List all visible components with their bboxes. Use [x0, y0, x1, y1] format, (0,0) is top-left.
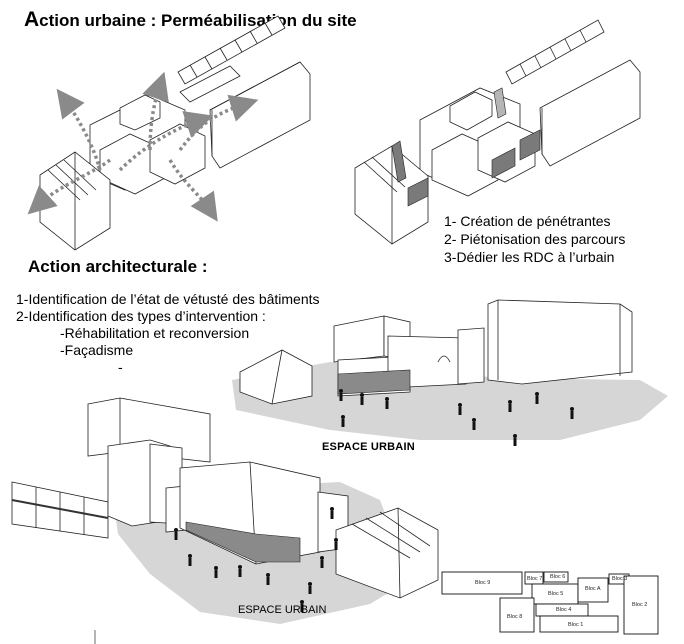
bloc-6-label: Bloc 6: [550, 574, 566, 580]
espace-urbain-label-2: ESPACE URBAIN: [238, 604, 327, 616]
identification-list: 1-Identification de l’état de vétusté de…: [16, 291, 320, 376]
intervention-rehabilitation: -Réhabilitation et reconversion: [60, 325, 250, 341]
ground-floor-highlight-1: [337, 369, 411, 395]
bloc-a-label: Bloc A: [585, 586, 601, 592]
plan-bloc-8: [499, 597, 535, 633]
identification-line-2: 2-Identification des types d’interventio…: [16, 308, 266, 324]
step-2: 2- Piétonisation des parcours: [444, 231, 626, 247]
identification-line-1: 1-Identification de l’état de vétusté de…: [16, 291, 320, 307]
bloc-8-label: Bloc 8: [507, 614, 523, 620]
title-first-letter: A: [24, 8, 40, 31]
bloc-2-label: Bloc 2: [632, 602, 648, 608]
step-3: 3-Dédier les RDC à l’urbain: [444, 249, 615, 265]
train-tracks-left: [177, 15, 286, 85]
espace-urbain-label-1: ESPACE URBAIN: [322, 441, 415, 453]
penetrations-highlight: [391, 87, 541, 207]
train-tracks-right: [505, 19, 605, 85]
step-1: 1- Création de pénétrantes: [444, 213, 611, 229]
block-plan: [441, 571, 659, 635]
urban-steps-list: 1- Création de pénétrantes 2- Piétonisat…: [444, 212, 625, 266]
plan-bloc-2: [623, 575, 659, 635]
intervention-facadisme: -Façadisme: [60, 342, 134, 358]
train-left: [11, 481, 109, 539]
bloc-1-label: Bloc 1: [568, 622, 584, 628]
pedestrians: [174, 389, 574, 612]
axo-drawing-left: [39, 15, 311, 251]
bloc-5-label: Bloc 5: [548, 591, 564, 597]
bloc-3-label: Bloc 3: [612, 576, 628, 582]
permeability-arrows: [27, 71, 259, 222]
plan-bloc-1: [539, 615, 619, 633]
bloc-7-label: Bloc 7: [527, 576, 543, 582]
plan-bloc-9: [441, 571, 523, 595]
ground-floor-highlight-2: [185, 521, 301, 563]
intervention-empty: -: [118, 359, 123, 375]
bloc-4-label: Bloc 4: [556, 607, 572, 613]
bloc-9-label: Bloc 9: [475, 580, 491, 586]
plan-bloc-6: [543, 571, 569, 583]
section-title-architectural: Action architecturale :: [28, 257, 208, 276]
plan-bloc-a: [577, 577, 609, 603]
